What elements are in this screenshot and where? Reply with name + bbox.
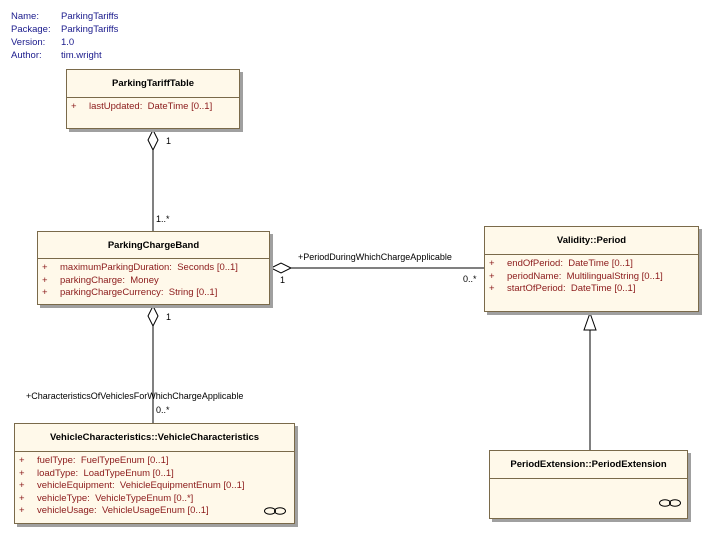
- metadata-key: Version:: [11, 37, 46, 48]
- metadata-version-row: Version: 1.0: [11, 36, 118, 49]
- metadata-value: tim.wright: [61, 50, 102, 61]
- attribute-text: parkingChargeCurrency: String [0..1]: [60, 287, 218, 298]
- attribute-row: + parkingChargeCurrency: String [0..1]: [42, 287, 265, 300]
- class-validity-period[interactable]: Validity::Period + endOfPeriod: DateTime …: [484, 226, 699, 312]
- attribute-text: vehicleUsage: VehicleUsageEnum [0..1]: [37, 505, 209, 516]
- metadata-value: ParkingTariffs: [61, 11, 119, 22]
- attribute-row: + fuelType: FuelTypeEnum [0..1]: [19, 455, 290, 468]
- attribute-text: fuelType: FuelTypeEnum [0..1]: [37, 455, 169, 466]
- attribute-visibility: +: [489, 270, 495, 282]
- attribute-row: + endOfPeriod: DateTime [0..1]: [489, 258, 694, 271]
- band-multiplicity-label: 1..*: [156, 214, 170, 224]
- band-period-source-multiplicity: 1: [280, 275, 286, 285]
- attribute-visibility: +: [19, 455, 25, 466]
- period-role-label: +PeriodDuringWhichChargeApplicable: [298, 252, 452, 262]
- attribute-row: + maximumParkingDuration: Seconds [0..1]: [42, 262, 265, 275]
- linked-element-icon: [264, 507, 286, 515]
- class-title: Validity::Period: [485, 227, 698, 255]
- class-title: PeriodExtension::PeriodExtension: [490, 451, 687, 479]
- linked-element-icon: [659, 499, 681, 507]
- attribute-visibility: +: [42, 274, 48, 286]
- metadata-package-row: Package: ParkingTariffs: [11, 23, 118, 36]
- attribute-visibility: +: [19, 480, 25, 491]
- attribute-text: maximumParkingDuration: Seconds [0..1]: [60, 262, 238, 273]
- tariff-multiplicity-label: 1: [166, 136, 172, 146]
- attribute-row: + parkingCharge: Money: [42, 275, 265, 288]
- class-title: ParkingTariffTable: [67, 70, 239, 98]
- diagram-metadata: Name: ParkingTariffs Package: ParkingTarif…: [11, 10, 118, 62]
- attribute-row: + vehicleType: VehicleTypeEnum [0..*]: [19, 493, 290, 506]
- class-attributes: + lastUpdated: DateTime [0..1]: [67, 98, 239, 114]
- band-vehicle-source-multiplicity: 1: [166, 312, 172, 322]
- metadata-author-row: Author: tim.wright: [11, 49, 118, 62]
- vehicle-aggregation-diamond: [147, 304, 159, 328]
- attribute-visibility: +: [19, 492, 25, 504]
- attribute-text: endOfPeriod: DateTime [0..1]: [507, 258, 633, 269]
- attribute-visibility: +: [19, 467, 25, 479]
- metadata-name-row: Name: ParkingTariffs: [11, 10, 118, 23]
- period-multiplicity-label: 0..*: [463, 274, 477, 284]
- metadata-key: Package:: [11, 24, 51, 35]
- vehicle-role-label: +CharacteristicsOfVehiclesForWhichCharge…: [26, 391, 244, 401]
- class-attributes: + fuelType: FuelTypeEnum [0..1] + loadType…: [15, 452, 294, 518]
- tariff-aggregation-diamond: [147, 128, 159, 152]
- class-vehicle-characteristics[interactable]: VehicleCharacteristics::VehicleCharacter…: [14, 423, 295, 524]
- class-parking-tariff-table[interactable]: ParkingTariffTable + lastUpdated: DateTim…: [66, 69, 240, 129]
- attribute-text: vehicleEquipment: VehicleEquipmentEnum […: [37, 480, 245, 491]
- class-attributes: + endOfPeriod: DateTime [0..1] + periodNam…: [485, 255, 698, 296]
- class-parking-charge-band[interactable]: ParkingChargeBand + maximumParkingDuratio…: [37, 231, 270, 305]
- vehicle-multiplicity-label: 0..*: [156, 405, 170, 415]
- attribute-visibility: +: [42, 287, 48, 298]
- metadata-value: ParkingTariffs: [61, 24, 119, 35]
- attribute-text: periodName: MultilingualString [0..1]: [507, 270, 663, 282]
- attribute-text: vehicleType: VehicleTypeEnum [0..*]: [37, 492, 194, 504]
- attribute-visibility: +: [489, 283, 495, 294]
- attribute-row: + loadType: LoadTypeEnum [0..1]: [19, 468, 290, 481]
- attribute-text: parkingCharge: Money: [60, 274, 159, 286]
- generalization-arrowhead: [583, 311, 597, 331]
- class-title: VehicleCharacteristics::VehicleCharacter…: [15, 424, 294, 452]
- attribute-text: startOfPeriod: DateTime [0..1]: [507, 283, 636, 294]
- metadata-key: Name:: [11, 11, 39, 22]
- band-aggregation-diamond: [269, 262, 293, 274]
- attribute-row: + lastUpdated: DateTime [0..1]: [71, 101, 235, 114]
- attribute-row: + vehicleUsage: VehicleUsageEnum [0..1]: [19, 505, 290, 518]
- attribute-visibility: +: [42, 262, 48, 273]
- class-period-extension[interactable]: PeriodExtension::PeriodExtension: [489, 450, 688, 519]
- attribute-row: + periodName: MultilingualString [0..1]: [489, 271, 694, 284]
- attribute-text: lastUpdated: DateTime [0..1]: [89, 101, 213, 112]
- attribute-visibility: +: [489, 258, 495, 269]
- attribute-row: + vehicleEquipment: VehicleEquipmentEnum …: [19, 480, 290, 493]
- class-attributes: +maximumParkingDuration: Seconds [0..1] …: [38, 259, 269, 300]
- attribute-visibility: +: [71, 101, 77, 112]
- attribute-visibility: +: [19, 505, 25, 516]
- metadata-value: 1.0: [61, 37, 75, 48]
- attribute-row: + startOfPeriod: DateTime [0..1]: [489, 283, 694, 296]
- attribute-text: loadType: LoadTypeEnum [0..1]: [37, 467, 174, 479]
- metadata-key: Author:: [11, 50, 42, 61]
- class-title: ParkingChargeBand: [38, 232, 269, 259]
